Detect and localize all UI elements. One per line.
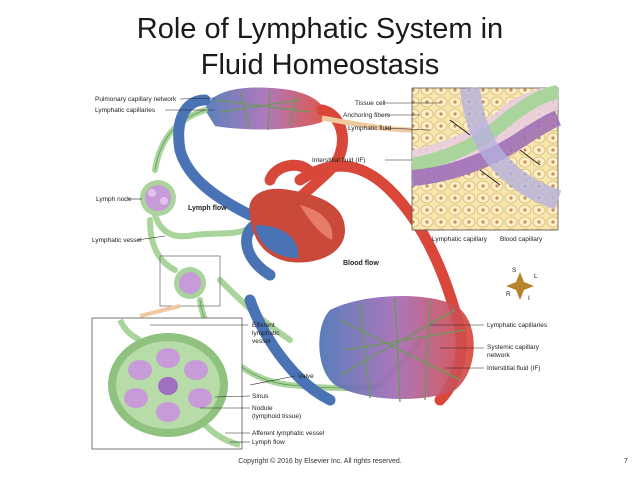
label-lymphatic-capillaries-top: Lymphatic capillaries [95, 107, 156, 114]
zoom-connector [139, 304, 181, 318]
label-anchoring-fibers: Anchoring fibers [343, 112, 391, 119]
lymph-node-inset [91, 317, 243, 450]
label-valve: Valve [298, 373, 314, 380]
label-nodule-1: Nodule [252, 405, 273, 412]
compass-i: I [528, 295, 530, 302]
veins [173, 94, 336, 406]
leader-lines [128, 97, 484, 443]
label-afferent: Afferent lymphatic vessel [252, 430, 325, 437]
label-lymph-flow-bottom: Lymph flow [252, 439, 285, 446]
label-nodule-2: (lymphoid tissue) [252, 413, 301, 420]
heart [249, 188, 345, 263]
label-lymphatic-capillary: Lymphatic capillary [432, 236, 488, 243]
label-interstitial-fluid-top: Interstitial fluid (IF) [312, 157, 365, 164]
label-lymphatic-fluid: Lymphatic fluid [348, 125, 391, 132]
label-efferent-2: lymphatic [252, 330, 280, 337]
compass-s: S [512, 267, 517, 274]
pulmonary-capillary-network [205, 87, 325, 131]
label-blood-capillary: Blood capillary [500, 236, 543, 243]
label-tissue-cell: Tissue cell [355, 100, 386, 107]
label-efferent-1: Efferent [252, 322, 275, 329]
label-efferent-3: vessel [252, 338, 271, 345]
label-sinus: Sinus [252, 393, 269, 400]
copyright-notice: Copyright © 2016 by Elsevier Inc. All ri… [238, 458, 402, 465]
systemic-capillary-network [319, 295, 474, 403]
label-interstitial-fluid-right: Interstitial fluid (IF) [487, 365, 540, 372]
lymph-node-small [140, 180, 176, 216]
label-pulmonary-capillary-network: Pulmonary capillary network [95, 96, 177, 103]
tissue-inset [410, 85, 562, 231]
lymph-node-inset-thumb [159, 255, 221, 307]
label-lymph-flow-mid: Lymph flow [188, 205, 227, 212]
label-lymphatic-capillaries-right: Lymphatic capillaries [487, 322, 548, 329]
compass-l: L [534, 273, 538, 280]
label-systemic-1: Systemic capillary [487, 344, 540, 351]
compass-icon [506, 272, 534, 300]
label-lymph-node: Lymph node [96, 196, 132, 203]
label-systemic-2: network [487, 352, 511, 359]
zoom-connector-top [321, 115, 413, 133]
compass-r: R [506, 291, 511, 298]
page-number: 7 [624, 458, 628, 465]
slide-title-line2: Fluid Homeostasis [200, 49, 440, 81]
label-blood-flow: Blood flow [343, 260, 379, 267]
slide-title-line1: Role of Lymphatic System in [136, 13, 504, 45]
label-lymphatic-vessel: Lymphatic vessel [92, 237, 142, 244]
